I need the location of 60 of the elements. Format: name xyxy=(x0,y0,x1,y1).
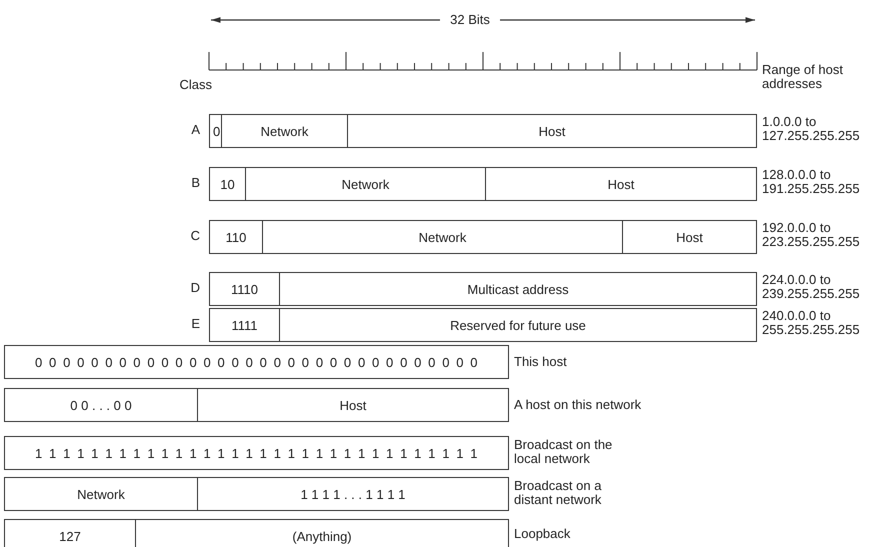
field-text: 10 xyxy=(220,176,235,192)
bit-field-box xyxy=(262,220,623,254)
field-text: Multicast address xyxy=(467,282,569,296)
class-letter: E xyxy=(190,317,200,331)
bit-field-box xyxy=(622,220,757,254)
bit-field-box xyxy=(485,167,757,201)
bit-field-box xyxy=(209,308,280,342)
field-text: Host xyxy=(676,230,703,244)
bit-field-box xyxy=(245,167,486,201)
address-range: 240.0.0.0 to 255.255.255.255 xyxy=(762,309,861,337)
class-letter: D xyxy=(190,281,200,295)
class-letter: C xyxy=(190,229,200,243)
bit-field-box xyxy=(279,308,757,342)
field-text: (Anything) xyxy=(292,528,352,544)
bit-field-box xyxy=(279,272,757,306)
row-description: This host xyxy=(514,355,568,369)
field-text: 127 xyxy=(59,528,81,544)
bit-field-box xyxy=(197,477,509,511)
row-description: A host on this network xyxy=(514,398,642,412)
class-letter: A xyxy=(190,123,200,137)
bit-field-box xyxy=(4,477,198,511)
column-heading: Range of host addresses xyxy=(762,63,844,91)
address-range: 192.0.0.0 to 223.255.255.255 xyxy=(762,221,861,249)
field-text: 0 0 0 0 0 0 0 0 0 0 0 0 0 0 0 0 0 0 0 0 0 0 0 0 0 0 0 0 0 0 0 0 xyxy=(34,354,478,370)
bit-field-box xyxy=(209,220,263,254)
address-range: 1.0.0.0 to 127.255.255.255 xyxy=(762,115,861,143)
field-text: 1 1 1 1 . . . 1 1 1 1 xyxy=(300,486,406,502)
bit-field-box xyxy=(4,519,136,547)
bit-field-box xyxy=(4,345,509,379)
row-description: Broadcast on the local network xyxy=(514,438,614,466)
address-range: 128.0.0.0 to 191.255.255.255 xyxy=(762,168,861,196)
bit-field-box xyxy=(135,519,509,547)
field-text: 0 xyxy=(213,124,220,138)
field-text: Network xyxy=(260,124,308,138)
field-text: 0 0 . . . 0 0 xyxy=(70,398,132,412)
bit-field-box xyxy=(347,114,757,148)
bit-field-box xyxy=(4,388,198,422)
address-range: 224.0.0.0 to 239.255.255.255 xyxy=(762,273,861,301)
bit-field-box xyxy=(197,388,509,422)
field-text: Network xyxy=(342,176,390,192)
class-letter: B xyxy=(190,176,200,190)
field-text: Network xyxy=(418,230,466,244)
field-text: Host xyxy=(608,176,634,192)
dimension-text: 32 Bits xyxy=(440,13,500,27)
field-text: Network xyxy=(77,486,125,502)
field-text: Host xyxy=(538,124,566,138)
field-text: 1 1 1 1 1 1 1 1 1 1 1 1 1 1 1 1 1 1 1 1 1 1 1 1 1 1 1 1 1 1 1 1 xyxy=(34,446,478,460)
bit-field-box xyxy=(4,436,509,470)
bit-field-box xyxy=(209,114,222,148)
row-description: Broadcast on a distant network xyxy=(514,479,602,507)
bit-field-box xyxy=(209,167,246,201)
field-text: 110 xyxy=(226,230,246,244)
field-text: 1110 xyxy=(231,282,258,296)
bit-field-box xyxy=(221,114,348,148)
field-text: Reserved for future use xyxy=(450,318,586,332)
field-text: Host xyxy=(340,398,366,412)
field-text: 1111 xyxy=(231,318,258,332)
column-heading: Class xyxy=(178,78,212,92)
row-description: Loopback xyxy=(514,527,572,541)
bit-field-box xyxy=(209,272,280,306)
